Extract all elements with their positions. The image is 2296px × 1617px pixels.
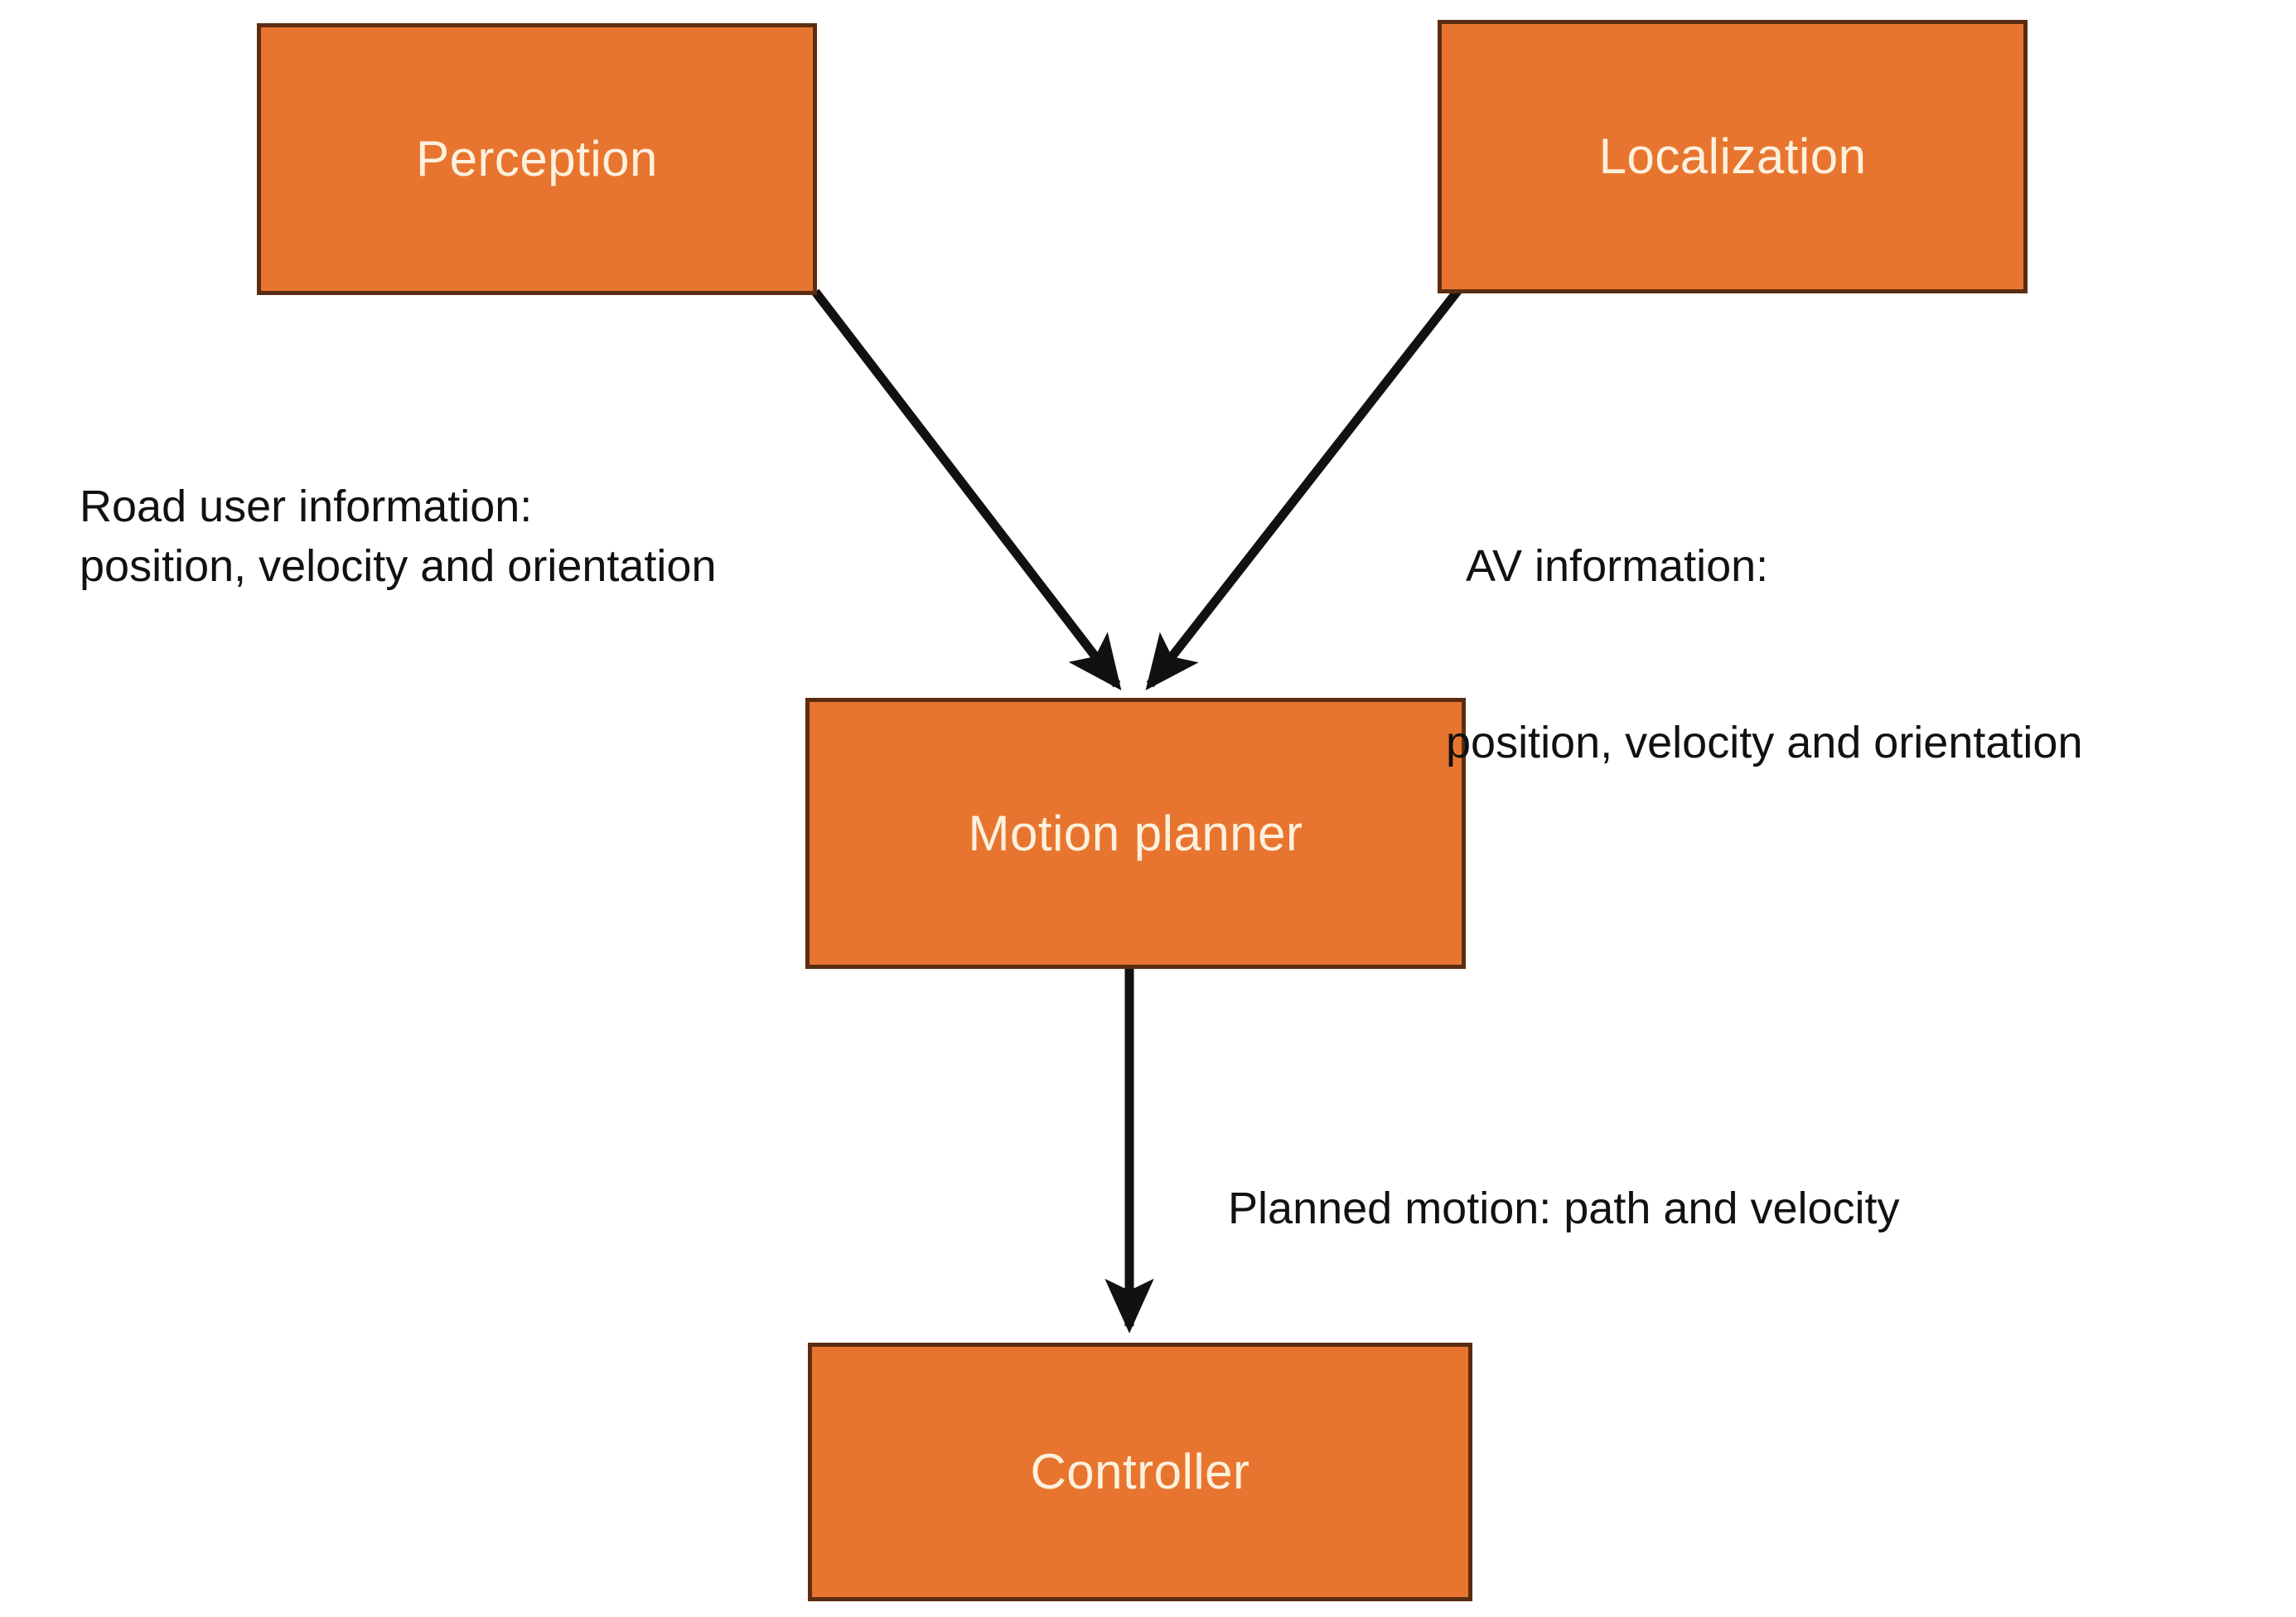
edge-label-localization-to-motion-planner: AV information: position, velocity and o… (1446, 419, 2082, 891)
edge-label-localization-line-1: AV information: (1466, 540, 1769, 591)
node-controller-label: Controller (1030, 1444, 1250, 1499)
node-motion-planner-label: Motion planner (968, 805, 1303, 861)
node-motion-planner[interactable]: Motion planner (805, 698, 1466, 969)
node-controller[interactable]: Controller (808, 1343, 1472, 1601)
edge-label-motion-planner-to-controller: Planned motion: path and velocity (1178, 1121, 1900, 1298)
edge-localization-to-motion-planner (1145, 287, 1462, 690)
edge-label-perception-line-1: Road user information: (80, 482, 533, 532)
edge-label-perception-line-2: position, velocity and orientation (80, 540, 717, 591)
node-perception-label: Perception (416, 131, 658, 186)
node-localization-label: Localization (1598, 128, 1867, 184)
node-localization[interactable]: Localization (1438, 20, 2028, 293)
edge-label-localization-line-2: position, velocity and orientation (1446, 718, 2083, 768)
edge-label-perception-to-motion-planner: Road user information: position, velocit… (30, 419, 717, 655)
edge-label-planner-line-1: Planned motion: path and velocity (1228, 1184, 1900, 1234)
edge-perception-to-motion-planner (811, 288, 1122, 690)
node-perception[interactable]: Perception (257, 23, 817, 295)
